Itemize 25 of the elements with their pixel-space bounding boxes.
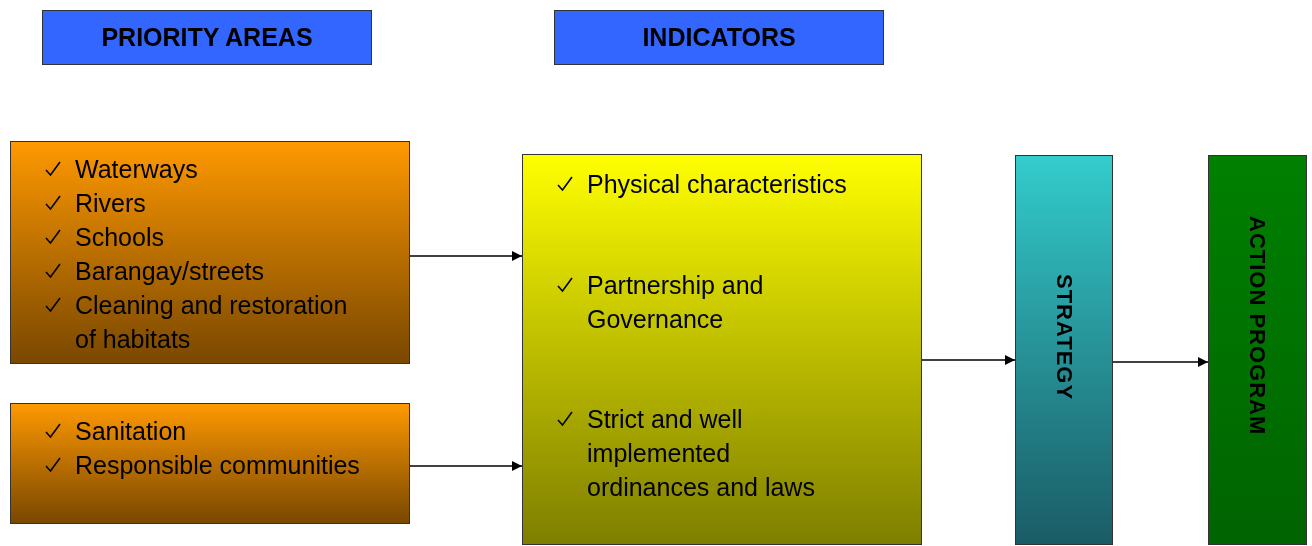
arrow bbox=[1112, 357, 1209, 367]
list-item: Physical characteristics bbox=[587, 169, 847, 200]
vertical-label: ACTION PROGRAM bbox=[1244, 216, 1271, 438]
header-box bbox=[42, 10, 372, 65]
list-item: Barangay/streets bbox=[75, 256, 264, 287]
list-item: Sanitation bbox=[75, 416, 187, 447]
header-box bbox=[554, 10, 884, 65]
header-text: INDICATORS bbox=[642, 21, 796, 53]
arrow bbox=[409, 461, 523, 471]
vertical-label-box bbox=[1015, 155, 1113, 545]
vertical-label-box bbox=[1208, 155, 1307, 545]
list-item: Schools bbox=[75, 222, 164, 253]
list-item: Strict and well implemented ordinances and laws bbox=[587, 404, 816, 503]
list-item: Rivers bbox=[75, 188, 146, 219]
arrow bbox=[921, 355, 1016, 365]
list-item: Responsible communities bbox=[75, 450, 360, 481]
list-item: Partnership and Governance bbox=[587, 270, 765, 335]
list-item: Waterways bbox=[75, 154, 198, 185]
arrow bbox=[409, 251, 523, 261]
vertical-label: STRATEGY bbox=[1050, 274, 1078, 403]
header-text: PRIORITY AREAS bbox=[101, 21, 313, 53]
list-item: Cleaning and restoration of habitats bbox=[75, 290, 349, 355]
list-box bbox=[10, 141, 410, 364]
list-box bbox=[10, 403, 410, 524]
list-box bbox=[522, 154, 922, 545]
